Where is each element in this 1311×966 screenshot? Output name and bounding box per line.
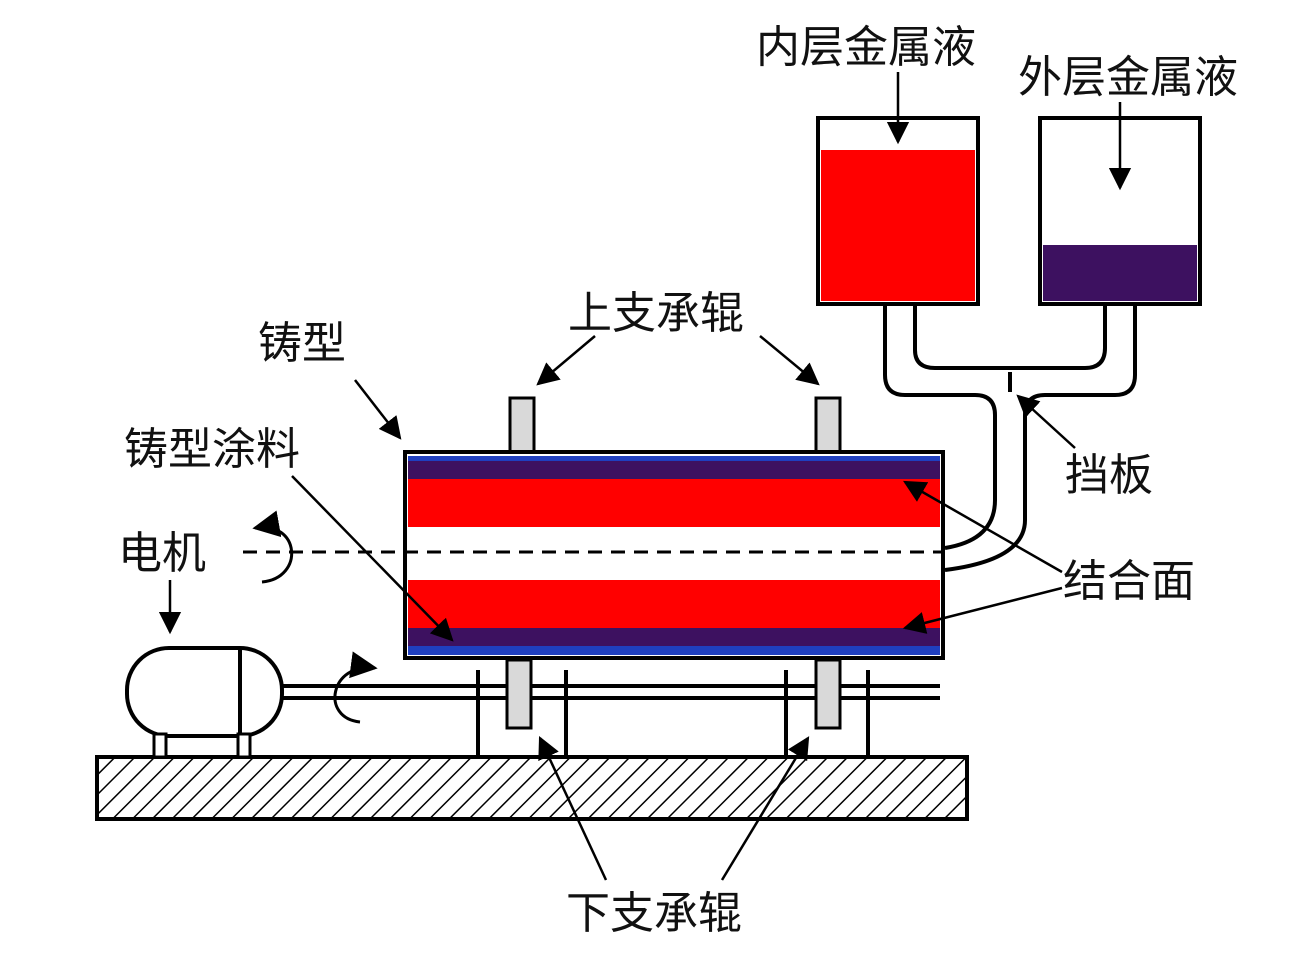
motor-foot-left: [152, 732, 168, 759]
label-mold-coating: 铸型涂料: [124, 424, 300, 475]
mold-coating-top: [408, 456, 940, 461]
label-mold: 铸型: [258, 318, 346, 369]
arrow-bonding-top: [903, 480, 1063, 574]
lower-roller-right: [814, 658, 842, 730]
arrow-baffle: [1016, 394, 1076, 449]
motor-body: [125, 646, 284, 738]
arrow-mold: [354, 379, 402, 440]
label-lower-roller: 下支承辊: [566, 888, 742, 939]
label-upper-roller: 上支承辊: [568, 288, 744, 339]
arrow-bonding-bottom: [902, 586, 1063, 634]
inner-layer-top: [408, 479, 940, 527]
arrow-mold-coating: [291, 475, 454, 642]
motor-foot-right: [236, 732, 252, 759]
hatched-base: [95, 755, 969, 821]
label-inner-metal: 内层金属液: [756, 22, 976, 73]
upper-roller-right: [814, 396, 842, 456]
inner-metal-liquid: [821, 150, 975, 301]
upper-roller-left: [508, 396, 536, 456]
arrow-lower-roller-left: [538, 735, 608, 881]
label-motor: 电机: [118, 528, 206, 579]
inner-metal-ladle: [816, 116, 980, 306]
arrow-upper-roller-right: [759, 335, 820, 386]
outer-layer-top: [408, 461, 940, 479]
rotation-arrow-axis-icon: [252, 510, 294, 584]
outer-metal-liquid: [1043, 245, 1197, 301]
rotation-arrow-shaft-icon: [333, 651, 378, 724]
label-baffle: 挡板: [1065, 450, 1153, 501]
outer-layer-bottom: [408, 628, 940, 646]
lower-roller-left: [505, 658, 533, 730]
arrow-upper-roller-left: [536, 335, 596, 386]
mold-coating-bottom: [408, 646, 940, 655]
arrow-lower-roller-right: [720, 736, 810, 881]
casting-mold: [403, 450, 945, 660]
label-bonding-surface: 结合面: [1063, 556, 1195, 607]
motor: [125, 646, 284, 759]
label-outer-metal: 外层金属液: [1018, 52, 1238, 103]
inner-layer-bottom: [408, 580, 940, 628]
